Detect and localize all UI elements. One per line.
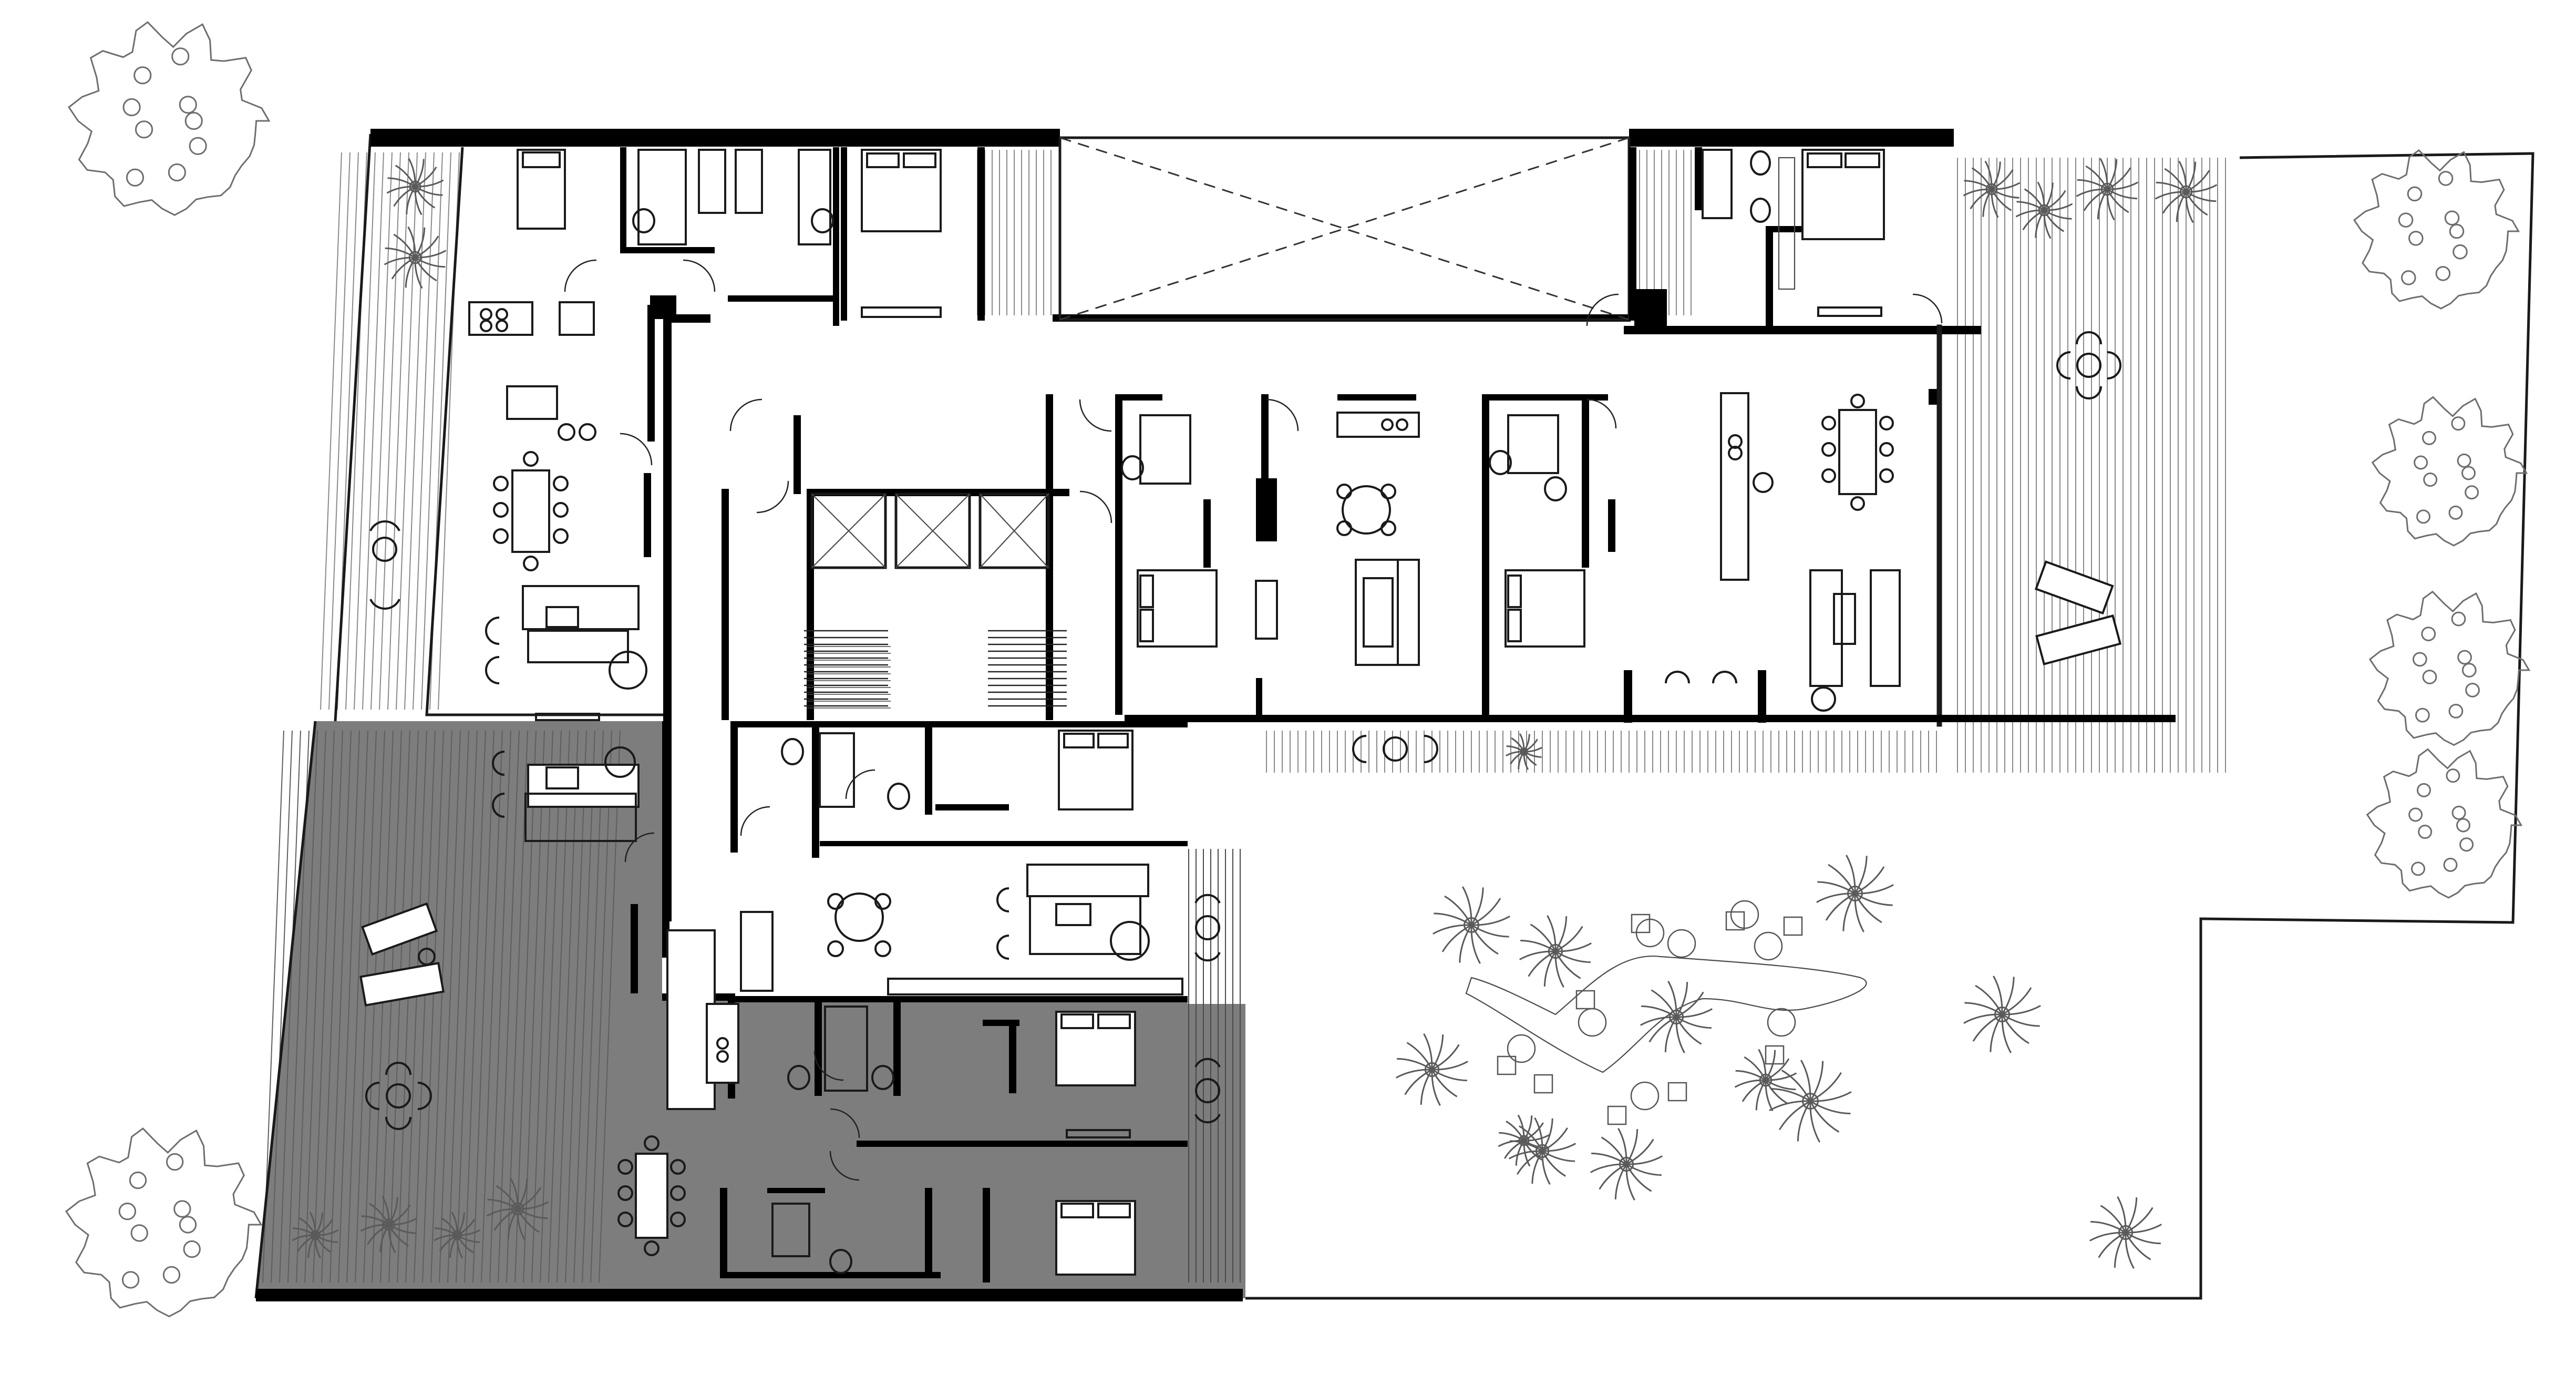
garden-stool — [1765, 1045, 1785, 1065]
garden-stool — [1575, 990, 1595, 1010]
garden-stool — [1725, 911, 1745, 931]
lower-middle-apartment — [730, 721, 1188, 1002]
palm-icon — [434, 1212, 481, 1259]
palm-icon — [2089, 1196, 2162, 1269]
dining-table-icon — [365, 331, 2121, 1130]
landscape — [65, 21, 2531, 1318]
garden-stool — [1607, 1105, 1627, 1125]
garden-seat — [1630, 1081, 1660, 1111]
palm-icon — [1963, 976, 2041, 1053]
circular-chairs — [369, 520, 1438, 1124]
tree-canopy-icon — [2353, 149, 2520, 310]
site-boundary — [1245, 152, 2534, 1300]
palm-icon — [1396, 1033, 1468, 1106]
garden-seat — [1767, 1008, 1796, 1037]
palm-icon — [1963, 160, 2021, 218]
palm-icon — [1498, 1114, 1550, 1167]
garden-stool — [1783, 916, 1803, 936]
circulation-core — [722, 415, 1069, 720]
upper-right-apartment — [1624, 147, 1942, 727]
palm-icon — [1769, 1060, 1852, 1143]
tree-canopy-icon — [2368, 590, 2531, 746]
palm-icon — [2155, 160, 2218, 223]
void-opening — [1058, 136, 1631, 321]
garden-stool — [1667, 1082, 1687, 1102]
sun-lounger-icon — [359, 560, 2122, 1007]
palm-icon — [1816, 855, 1894, 932]
palm-icon — [1506, 733, 1542, 770]
palm-icon — [1519, 915, 1592, 988]
garden-seat — [1507, 1034, 1536, 1063]
palm-icon — [2015, 181, 2073, 239]
door-swings — [564, 259, 1943, 1181]
balcony-deck — [1188, 849, 1241, 1282]
palm-icon — [384, 226, 447, 289]
left-terrace-edge — [334, 134, 372, 722]
garden-seat — [1667, 929, 1696, 958]
tree-canopy-icon — [65, 1127, 263, 1318]
exterior-walls — [256, 129, 1981, 1301]
right-terrace-deck — [977, 150, 2226, 773]
tree-canopy-icon — [2371, 396, 2528, 547]
left-terrace-edge-lower — [254, 721, 317, 1299]
garden-stool — [1631, 914, 1651, 933]
garden-features — [1465, 900, 1867, 1125]
garden-seat — [1578, 1008, 1607, 1037]
central-apartments — [1046, 394, 2176, 722]
palm-icon — [1433, 886, 1510, 964]
tree-canopy-icon — [68, 21, 271, 216]
garden-stool — [1497, 1055, 1517, 1075]
terrace-furniture — [359, 331, 2122, 1130]
palm-icon — [386, 158, 444, 216]
palm-icon — [1734, 1049, 1797, 1112]
palm-icon — [292, 1212, 339, 1259]
palm-icon — [2076, 158, 2139, 221]
stair-icon — [804, 630, 1067, 709]
garden-seat — [1754, 931, 1783, 961]
palm-icon — [486, 1177, 549, 1240]
upper-left-apartment — [425, 147, 985, 721]
garden-stool — [1533, 1074, 1553, 1094]
elevator-icon — [810, 492, 1050, 569]
palm-icon — [360, 1196, 418, 1254]
tree-canopy-icon — [2366, 748, 2523, 899]
palm-icon — [1640, 981, 1713, 1053]
palm-icon — [1590, 1128, 1663, 1200]
lower-shaded-apartment — [492, 721, 1188, 1282]
